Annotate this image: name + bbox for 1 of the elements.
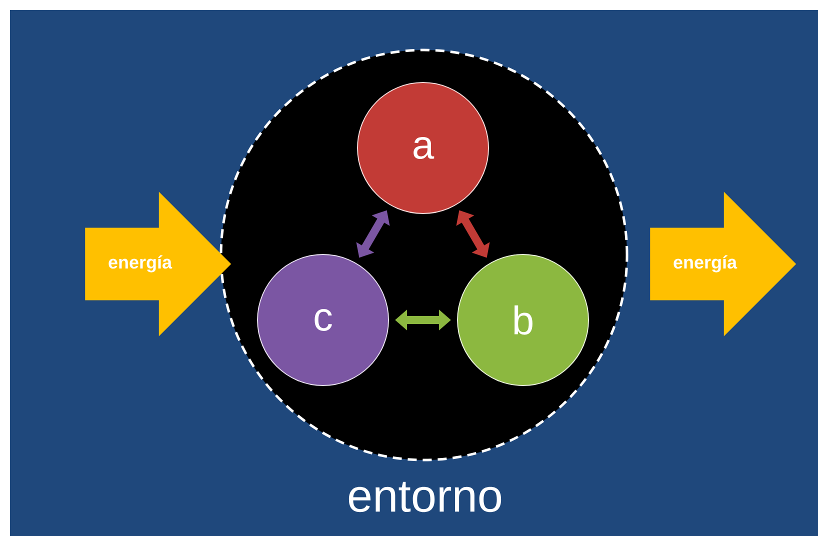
environment-label: entorno <box>348 482 502 512</box>
